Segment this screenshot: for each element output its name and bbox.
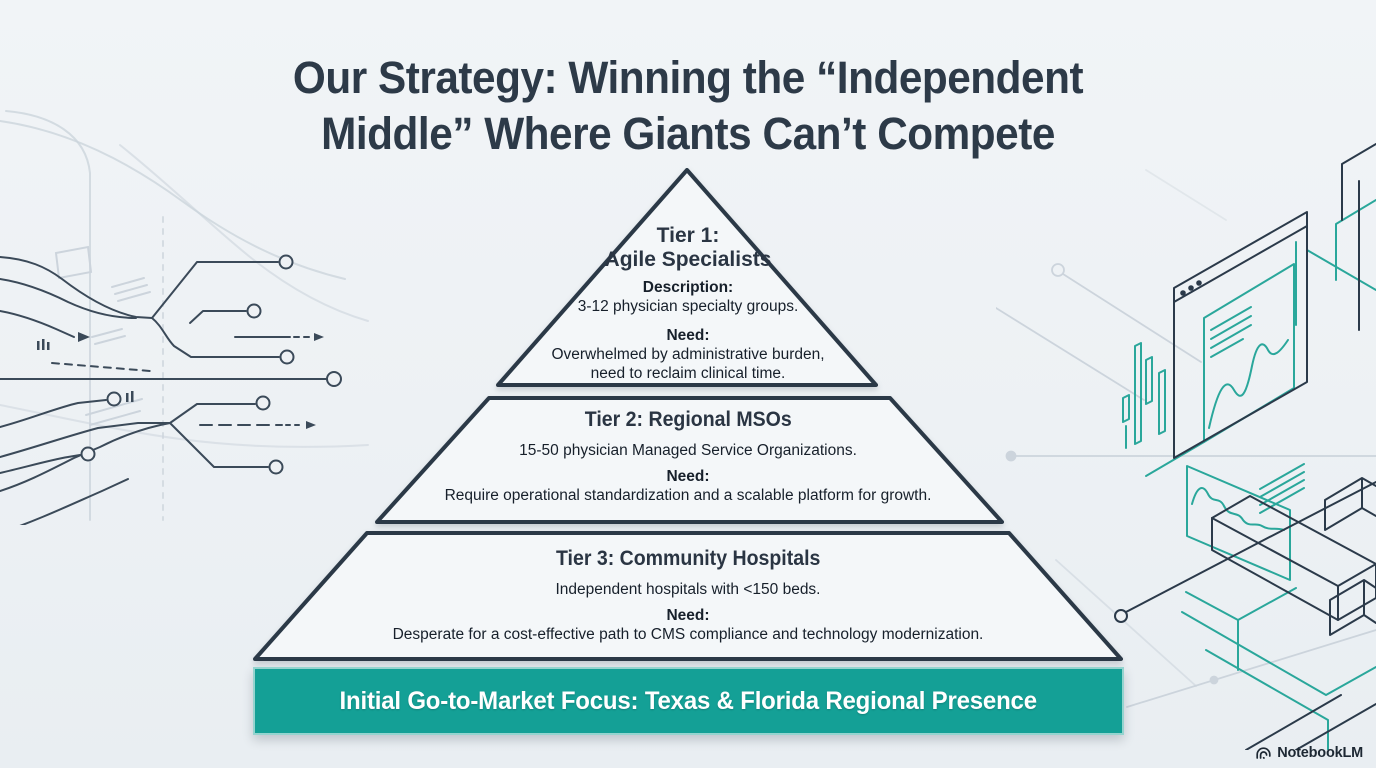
tier2-shape (375, 396, 1004, 524)
tier2-need: Require operational standardization and … (444, 487, 932, 504)
tier2-content: Tier 2: Regional MSOs 15-50 physician Ma… (388, 407, 988, 512)
tier1-shape (496, 168, 878, 387)
tier2-description: 15-50 physician Managed Service Organiza… (519, 442, 857, 459)
tier1-heading-line2: Agile Specialists (604, 248, 772, 271)
tier1-description-label: Description: (642, 279, 734, 296)
tier1-heading-line1: Tier 1: (656, 224, 720, 247)
notebooklm-watermark-label: NotebookLM (1277, 745, 1363, 761)
tier1-need: Overwhelmed by administrative burden, ne… (551, 346, 825, 382)
tier3-content: Tier 3: Community Hospitals Independent … (338, 546, 1038, 651)
slide-title: Our Strategy: Winning the “Independent M… (41, 50, 1334, 162)
tier3-need-label: Need: (666, 607, 710, 624)
tier3-need: Desperate for a cost-effective path to C… (392, 626, 984, 643)
tier3-heading: Tier 3: Community Hospitals (338, 546, 1038, 572)
tier2-heading: Tier 2: Regional MSOs (388, 407, 988, 433)
notebooklm-watermark: NotebookLM (1255, 745, 1363, 761)
tier2-heading-text: Tier 2: Regional MSOs (584, 408, 792, 431)
tier1-content: Tier 1: Agile Specialists Description: 3… (508, 224, 868, 390)
tier2-need-label: Need: (666, 468, 710, 485)
tier3-description: Independent hospitals with <150 beds. (555, 581, 821, 598)
slide-title-line2: Middle” Where Giants Can’t Compete (321, 108, 1055, 159)
tier1-heading: Tier 1: Agile Specialists (508, 224, 868, 272)
notebooklm-logo-icon (1256, 747, 1271, 759)
slide-title-line1: Our Strategy: Winning the “Independent (292, 52, 1084, 103)
tier1-need-label: Need: (666, 327, 710, 344)
go-to-market-banner-label: Initial Go-to-Market Focus: Texas & Flor… (339, 686, 1038, 715)
tier3-shape (253, 531, 1123, 661)
go-to-market-banner: Initial Go-to-Market Focus: Texas & Flor… (253, 667, 1124, 735)
tier3-heading-text: Tier 3: Community Hospitals (555, 547, 821, 570)
tier1-description: 3-12 physician specialty groups. (577, 298, 799, 315)
